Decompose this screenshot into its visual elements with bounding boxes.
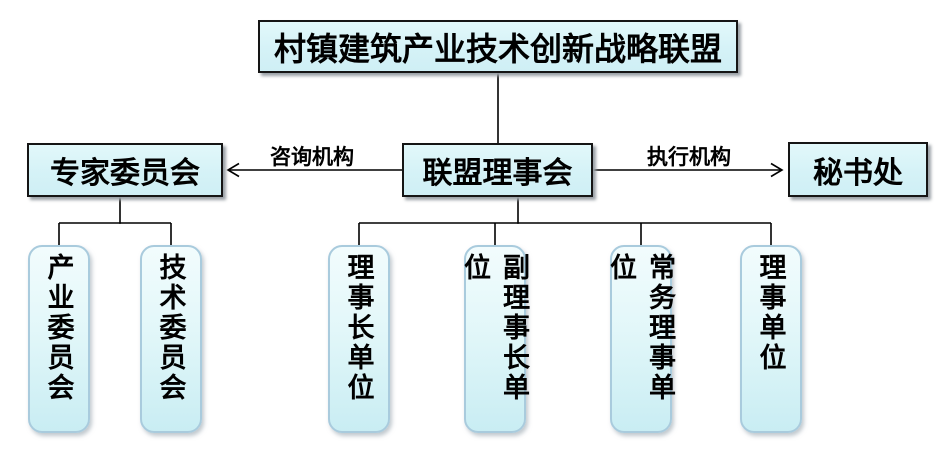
node-chairman-unit: 理事长单位: [328, 245, 390, 433]
alliance-council-node: 联盟理事会: [402, 143, 593, 197]
advisory-edge-label: 咨询机构: [270, 145, 354, 169]
node-chairman-unit-label: 理事长单位: [343, 253, 374, 403]
node-technology-committee: 技术委员会: [140, 245, 202, 433]
secretariat-node: 秘书处: [788, 142, 928, 197]
left-arrowhead: [226, 162, 240, 178]
expert-committee-node: 专家委员会: [27, 143, 223, 197]
right-arrowhead: [770, 162, 784, 178]
node-executive-director-unit: 常务理事单位: [606, 245, 675, 433]
node-industry-committee: 产业委员会: [28, 245, 90, 433]
node-vice-chairman-unit: 副理事长单位: [460, 245, 529, 433]
node-director-unit: 理事单位: [740, 245, 802, 433]
node-industry-committee-label: 产业委员会: [43, 253, 74, 403]
node-vice-chairman-unit-label: 副理事长单位: [460, 253, 529, 403]
node-executive-director-unit-label: 常务理事单位: [606, 253, 675, 403]
root-node: 村镇建筑产业技术创新战略联盟: [258, 20, 738, 73]
node-director-unit-label: 理事单位: [755, 253, 786, 373]
node-technology-committee-label: 技术委员会: [155, 253, 186, 403]
executive-edge-label: 执行机构: [647, 145, 731, 169]
